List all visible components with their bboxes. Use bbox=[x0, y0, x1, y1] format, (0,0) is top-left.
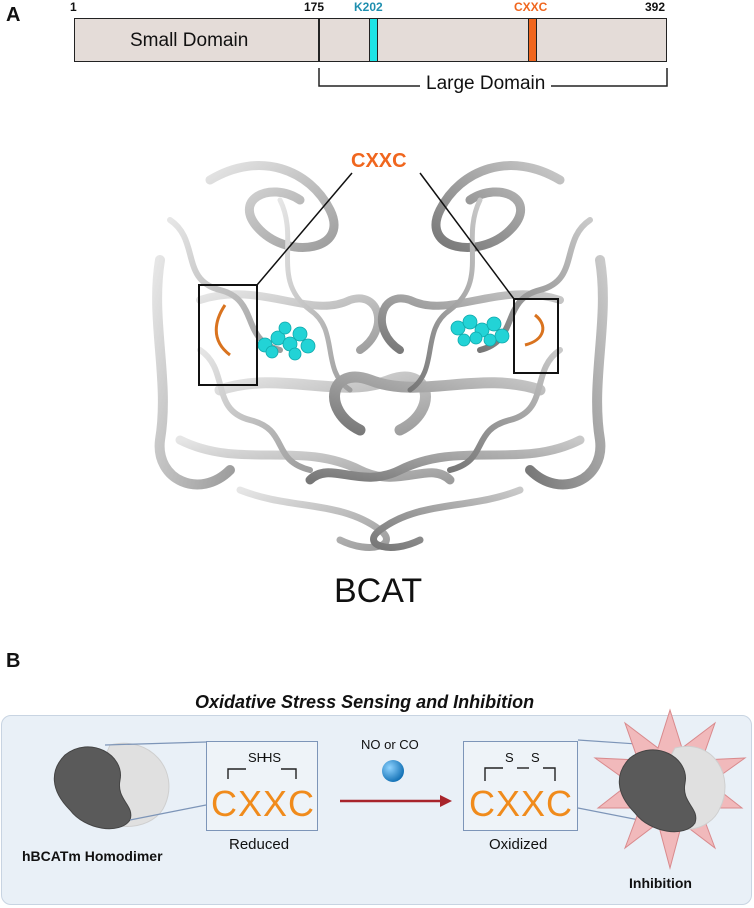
sulfur-2: S bbox=[531, 750, 540, 765]
k202-label: K202 bbox=[354, 0, 383, 14]
cxxc-marker-label: CXXC bbox=[514, 0, 548, 14]
bcat-title: BCAT bbox=[334, 572, 423, 610]
large-domain-label: Large Domain bbox=[420, 73, 552, 95]
reagent-label: NO or CO bbox=[361, 737, 419, 752]
tick-start: 1 bbox=[70, 0, 77, 14]
oxidized-caption: Oxidized bbox=[489, 836, 548, 853]
tick-end: 392 bbox=[645, 0, 666, 14]
homodimer-illustration bbox=[53, 742, 170, 830]
oxidized-motif: CXXC bbox=[469, 783, 574, 824]
tick-split: 175 bbox=[304, 0, 325, 14]
inhibited-dimer-illustration bbox=[593, 708, 747, 870]
reduced-motif: CXXC bbox=[211, 783, 316, 824]
sulfur-1: S bbox=[505, 750, 514, 765]
cxxc-marker bbox=[528, 19, 537, 61]
cxxc-callout: CXXC bbox=[351, 150, 407, 172]
cxxc-loop-left bbox=[214, 304, 231, 357]
disulfide-bond bbox=[484, 767, 556, 781]
callout-line-right bbox=[419, 172, 515, 300]
thiol-sh: SH bbox=[248, 750, 267, 765]
cxxc-loop-right bbox=[524, 313, 545, 347]
reduced-caption: Reduced bbox=[229, 836, 290, 853]
inhibition-label: Inhibition bbox=[629, 875, 692, 891]
cxxc-box-left bbox=[198, 284, 258, 386]
panel-b-label: B bbox=[6, 650, 21, 672]
k202-marker bbox=[369, 19, 378, 61]
small-domain-label: Small Domain bbox=[130, 30, 249, 51]
right-monomer bbox=[305, 161, 608, 551]
reduced-box bbox=[206, 741, 318, 831]
domain-divider bbox=[318, 18, 320, 62]
thiol-hs: HS bbox=[263, 750, 282, 765]
cxxc-box-right bbox=[513, 298, 559, 374]
panel-a-label: A bbox=[6, 4, 21, 26]
bcat-structure bbox=[152, 161, 608, 551]
gas-sphere bbox=[382, 760, 404, 782]
ligand-right bbox=[450, 314, 510, 347]
reaction-arrow bbox=[340, 760, 452, 807]
panel-b-title: Oxidative Stress Sensing and Inhibition bbox=[195, 692, 535, 712]
callout-line-left bbox=[256, 172, 353, 286]
reduced-thiol-bonds bbox=[227, 768, 297, 779]
homodimer-label: hBCATm Homodimer bbox=[22, 848, 163, 864]
ligand-left bbox=[257, 321, 316, 361]
oxidized-box bbox=[463, 741, 578, 831]
